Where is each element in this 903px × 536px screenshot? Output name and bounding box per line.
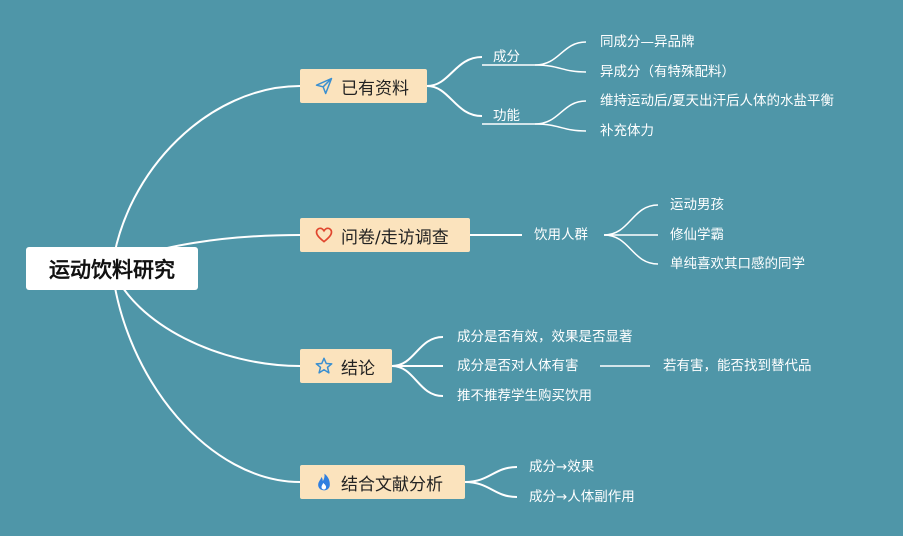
subtopic-label[interactable]: 成分是否有效，效果是否显著 (457, 329, 633, 345)
connector-root-branch-1 (111, 85, 301, 269)
connector-b4-child-2 (464, 481, 518, 498)
leaf-label[interactable]: 若有害，能否找到替代品 (663, 358, 812, 374)
connector-b1c1-leaf-1 (534, 41, 587, 66)
connector-b3-child-1 (391, 336, 444, 367)
heart-icon (315, 227, 333, 243)
subtopic-label[interactable]: 成分→人体副作用 (529, 489, 635, 505)
branch-label: 已有资料 (341, 78, 409, 99)
branch-node-1[interactable]: 已有资料 (300, 69, 427, 103)
connector-b4-child-1 (464, 466, 518, 483)
subtopic-label[interactable]: 推不推荐学生购买饮用 (457, 388, 592, 404)
root-label: 运动饮料研究 (49, 257, 175, 282)
connector-b1c1-leaf-2 (534, 64, 587, 73)
branch-label: 结合文献分析 (341, 474, 443, 495)
leaf-label[interactable]: 修仙学霸 (670, 227, 724, 243)
connector-b1c2-leaf-1 (534, 100, 587, 125)
subtopic-label[interactable]: 成分是否对人体有害 (457, 358, 579, 374)
leaf-label[interactable]: 异成分（有特殊配料） (600, 64, 735, 80)
branch-label: 结论 (341, 358, 375, 379)
leaf-label[interactable]: 同成分—异品牌 (600, 34, 695, 50)
paper-plane-icon (315, 77, 333, 95)
connector-b3-child-3 (391, 365, 444, 397)
flame-icon (318, 473, 330, 491)
subtopic-label[interactable]: 成分→效果 (529, 459, 595, 475)
subtopic-label[interactable]: 饮用人群 (534, 227, 588, 243)
branch-node-4[interactable]: 结合文献分析 (300, 465, 465, 499)
connector-b1-child-2 (426, 85, 483, 117)
branch-node-2[interactable]: 问卷/走访调查 (300, 218, 470, 252)
connector-b2c1-leaf-3 (603, 234, 659, 265)
root-node[interactable]: 运动饮料研究 (26, 247, 198, 290)
branch-node-3[interactable]: 结论 (300, 349, 392, 383)
leaf-label[interactable]: 补充体力 (600, 123, 654, 139)
branch-label: 问卷/走访调查 (341, 227, 449, 248)
connector-b2c1-leaf-1 (603, 204, 659, 236)
leaf-label[interactable]: 单纯喜欢其口感的同学 (670, 256, 805, 272)
connector-b1c2-leaf-2 (534, 123, 587, 132)
subtopic-label[interactable]: 成分 (493, 49, 520, 65)
leaf-label[interactable]: 维持运动后/夏天出汗后人体的水盐平衡 (600, 93, 835, 109)
leaf-label[interactable]: 运动男孩 (670, 197, 724, 213)
subtopic-label[interactable]: 功能 (493, 108, 520, 124)
connector-root-branch-4 (111, 267, 301, 483)
connector-b1-child-1 (426, 56, 483, 87)
star-icon (315, 357, 333, 374)
